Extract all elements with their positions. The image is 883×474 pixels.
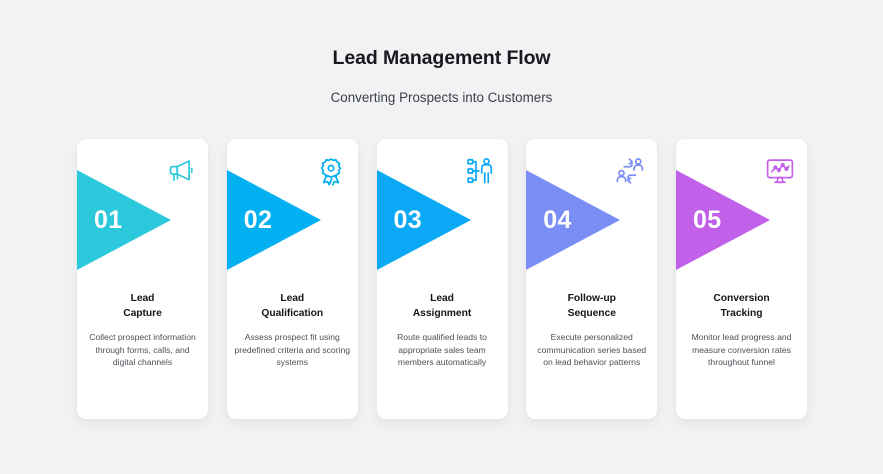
step-title-4: Follow-up Sequence [533,291,650,321]
step-title-line1: Lead [130,293,155,304]
step-title-2: Lead Qualification [234,291,351,321]
people-exchange-icon [615,156,645,186]
step-title-1: Lead Capture [84,291,201,321]
steps-container: 01 Lead Capture Collect prospect informa… [77,139,807,419]
step-number-1: 01 [94,205,123,234]
arrow-shape [376,170,471,270]
arrow-shape [226,170,321,270]
step-title-line2: Capture [123,308,162,320]
step-card-5[interactable]: 05 Conversion Tracking Moni [676,139,807,419]
arrow-shape [676,170,770,270]
step-number-4: 04 [543,205,572,234]
step-text-2: Lead Qualification Assess prospect fit u… [227,291,358,368]
step-arrow-1 [77,170,171,270]
header: Lead Management Flow Converting Prospect… [0,0,883,107]
step-title-line2: Qualification [261,308,324,320]
step-title-5: Conversion Tracking [683,291,800,321]
page-title: Lead Management Flow [332,47,551,69]
step-title-line2: Sequence [567,308,616,320]
step-title-line2: Assignment [412,308,472,320]
page-subtitle: Converting Prospects into Customers [330,90,553,106]
step-description-2: Assess prospect fit using predefined cri… [234,332,351,368]
step-text-5: Conversion Tracking Monitor lead progres… [676,291,807,368]
step-description-3: Route qualified leads to appropriate sal… [397,332,487,368]
step-title-3: Lead Assignment [384,291,501,321]
step-title-line2: Tracking [720,308,763,320]
step-card-1[interactable]: 01 Lead Capture Collect prospect informa… [77,139,208,419]
step-arrow-5 [676,170,770,270]
step-title-line1: Follow-up [567,293,616,304]
step-card-2[interactable]: 02 Lead Qualification Assess prospect fi… [226,139,358,419]
step-number-5: 05 [693,205,722,234]
step-text-1: Lead Capture Collect prospect informatio… [77,291,208,368]
step-number-3: 03 [393,205,422,234]
step-description-1: Collect prospect information through for… [89,332,196,368]
step-title-line1: Conversion [713,293,770,304]
step-card-4[interactable]: 04 Follow-up Sequence Execu [526,139,658,419]
step-arrow-3 [376,170,471,270]
step-arrow-4 [526,170,621,270]
arrow-shape [526,170,621,270]
org-chart-person-icon [466,156,496,186]
step-text-3: Lead Assignment Route qualified leads to… [377,291,508,368]
step-number-2: 02 [243,205,273,234]
monitor-analytics-icon [765,156,795,186]
megaphone-icon [166,156,196,186]
step-title-line1: Lead [430,293,454,304]
arrow-shape [77,170,171,270]
award-ribbon-icon [316,156,346,186]
step-description-4: Execute personalized communication serie… [537,332,647,368]
step-description-5: Monitor lead progress and measure conver… [691,332,792,368]
step-card-3[interactable]: 03 Lead Assignment [376,139,508,419]
step-title-line1: Lead [280,293,305,304]
step-arrow-2 [226,170,321,270]
step-text-4: Follow-up Sequence Execute personalized … [526,291,657,368]
